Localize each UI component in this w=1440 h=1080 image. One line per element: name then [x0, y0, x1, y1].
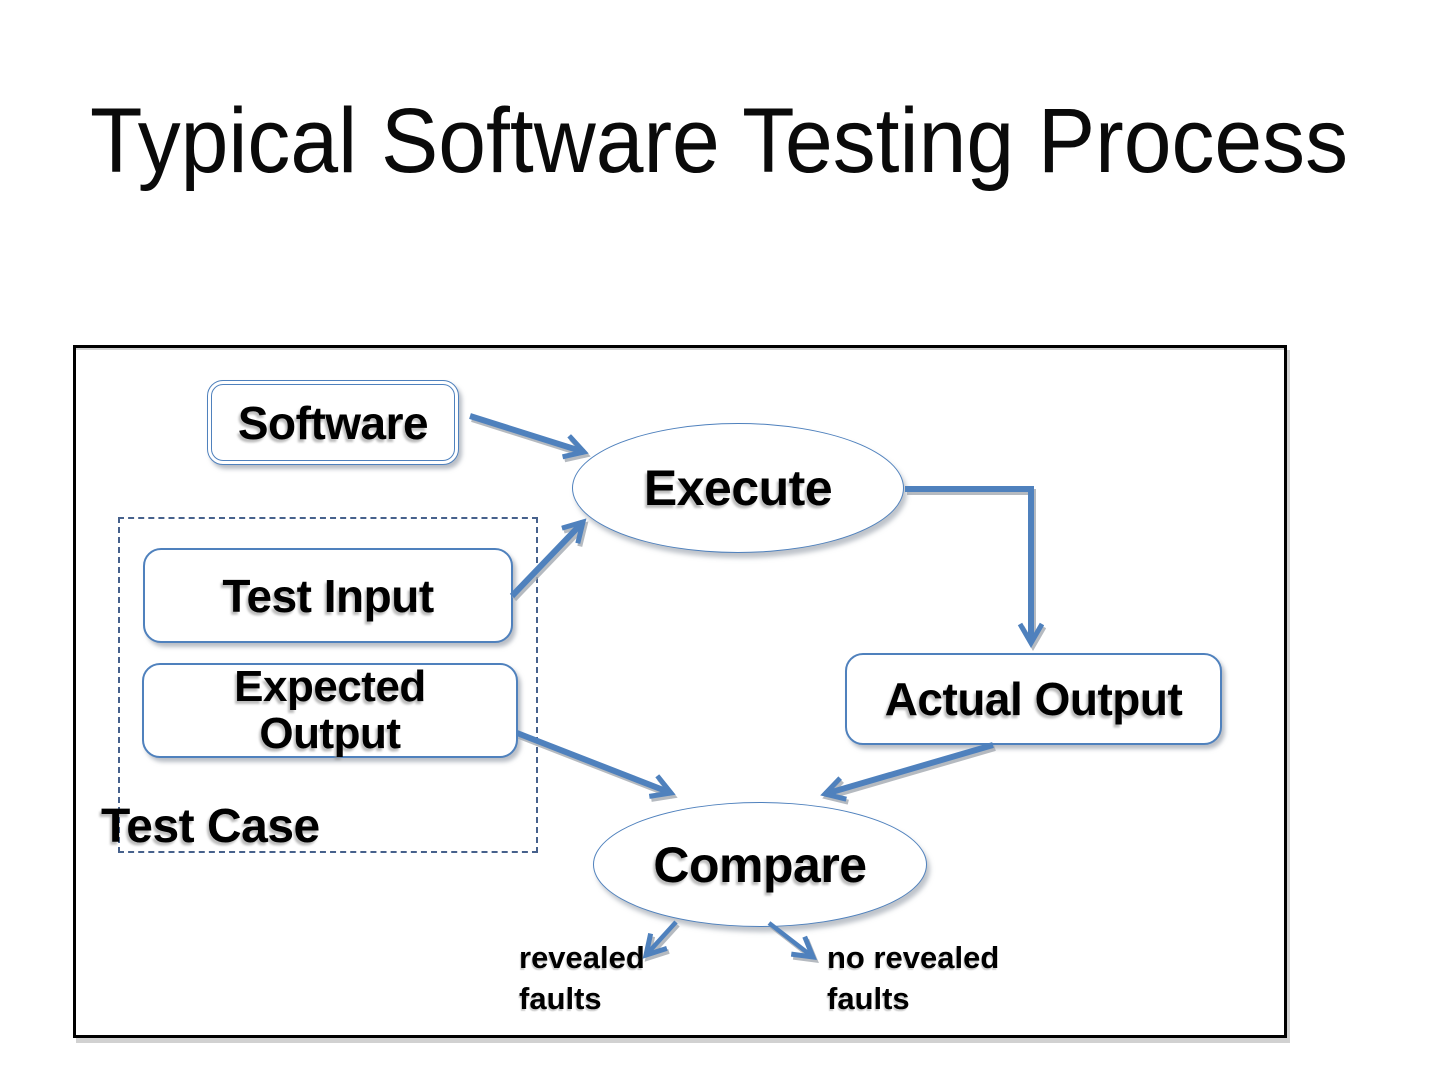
node-compare: Compare [593, 802, 927, 927]
test-case-group-outline [118, 517, 538, 853]
node-test-input: Test Input [143, 548, 513, 643]
node-test-input-label: Test Input [222, 569, 434, 622]
slide-title: Typical Software Testing Process [90, 90, 1348, 192]
outcome-no-revealed-faults-label: no revealed faults [827, 940, 1000, 1016]
test-case-label: Test Case [101, 800, 320, 853]
node-actual-output-label: Actual Output [884, 673, 1183, 725]
slide-title-svg: Typical Software Testing Process [90, 90, 1348, 192]
node-execute-label: Execute [643, 460, 833, 516]
node-execute: Execute [572, 423, 904, 553]
node-expected-output: Expected Output [142, 663, 518, 758]
node-software: Software [207, 380, 459, 465]
node-compare-label: Compare [653, 836, 867, 893]
node-expected-output-label: Expected Output [234, 662, 426, 758]
node-software-label: Software [237, 396, 429, 449]
node-actual-output: Actual Output [845, 653, 1222, 745]
outcome-revealed-faults-label: revealed faults [519, 940, 645, 1016]
